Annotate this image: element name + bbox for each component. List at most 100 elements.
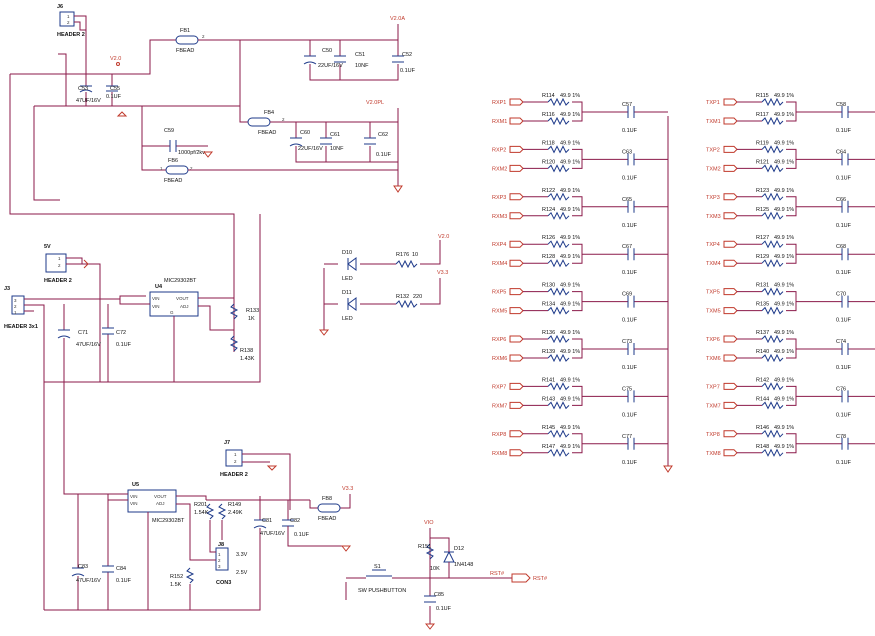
cap-symbol xyxy=(627,343,635,355)
j8-pin2: 2 xyxy=(218,558,221,563)
c81-ref: C81 xyxy=(262,518,272,524)
fb4-wires xyxy=(270,108,399,186)
c82-fb8-wires xyxy=(287,494,351,547)
r2-symbol xyxy=(761,401,784,410)
r1-ref: R119 xyxy=(756,140,769,146)
c52-val: 0.1UF xyxy=(400,68,416,74)
v2-node xyxy=(116,62,120,66)
net-label-p: TXP1 xyxy=(706,100,720,106)
r133-ref: R133 xyxy=(246,308,259,314)
c60-c61-c62-symbols xyxy=(289,137,376,147)
block-wires xyxy=(737,196,875,217)
cap-ref: C67 xyxy=(622,244,632,250)
r132-ref: R132 xyxy=(396,294,409,300)
r1-ref: R146 xyxy=(756,425,769,431)
v20-led-label: V2.0 xyxy=(438,234,449,240)
fb1-p2: 2 xyxy=(202,34,205,39)
cap-symbol xyxy=(841,390,849,403)
c71-ref: C71 xyxy=(78,330,88,336)
r1-val: 49.9 1% xyxy=(774,377,794,383)
r1-val: 49.9 1% xyxy=(560,140,580,146)
u4-vout: VOUT xyxy=(176,296,189,301)
rst-port-icon xyxy=(511,573,531,583)
block-wires xyxy=(523,148,668,169)
net-label-p: RXP4 xyxy=(492,242,506,248)
net-label-m: RXM2 xyxy=(492,166,507,172)
r138-symbol xyxy=(229,335,239,352)
r152-val: 1.5K xyxy=(170,582,182,588)
c53-c55-wires xyxy=(34,74,240,107)
r1-ref: R136 xyxy=(542,330,555,336)
cap-val: 0.1UF xyxy=(622,460,638,466)
r151-ref: R151 xyxy=(418,544,431,550)
r2-val: 49.9 1% xyxy=(774,112,794,118)
r2-val: 49.9 1% xyxy=(774,396,794,402)
c59-symbol xyxy=(169,140,177,152)
r1-val: 49.9 1% xyxy=(774,330,794,336)
r1-ref: R114 xyxy=(542,93,555,99)
j6-wires xyxy=(74,15,87,74)
port-icon xyxy=(509,212,524,220)
r1-symbol xyxy=(761,192,784,201)
r201-val: 1.54K xyxy=(194,510,209,516)
r2-ref: R147 xyxy=(542,444,555,450)
cap-ref: C74 xyxy=(836,339,846,345)
c85-ref: C85 xyxy=(434,592,444,598)
port-icon xyxy=(509,354,524,362)
u4-gnd: G xyxy=(170,310,174,315)
c50-c51-c52-symbols xyxy=(303,55,404,65)
net-label-m: TXM6 xyxy=(706,356,721,362)
r1-symbol xyxy=(761,97,784,107)
r1-symbol xyxy=(547,145,570,154)
r2-val: 49.9 1% xyxy=(560,396,580,402)
cap-ref: C58 xyxy=(836,102,846,108)
net-label-p: RXP7 xyxy=(492,384,506,390)
r133-val: 1K xyxy=(248,316,255,322)
u5-vin2: VIN xyxy=(130,501,138,506)
j3-ref: J3 xyxy=(4,286,10,292)
r2-symbol xyxy=(761,259,784,268)
c59-fb6-wires xyxy=(141,106,208,171)
cap-val: 0.1UF xyxy=(622,175,638,181)
fb4-ref: FB4 xyxy=(264,110,274,116)
j8-ref: J8 xyxy=(218,542,224,548)
r2-val: 49.9 1% xyxy=(774,254,794,260)
net-label-m: RXM8 xyxy=(492,451,507,457)
port-icon xyxy=(723,354,738,362)
r1-ref: R145 xyxy=(542,425,555,431)
cap-symbol xyxy=(627,248,635,261)
cap-val: 0.1UF xyxy=(836,365,852,371)
cap-val: 0.1UF xyxy=(836,460,852,466)
v20a-label: V2.0A xyxy=(390,16,405,22)
r2-symbol xyxy=(761,211,784,220)
j8-pin3: 3 xyxy=(218,564,221,569)
r2-ref: R129 xyxy=(756,254,769,260)
led-wires xyxy=(323,240,441,330)
d12-diode-symbol xyxy=(443,550,455,563)
r1-val: 49.9 1% xyxy=(774,283,794,289)
r1-val: 49.9 1% xyxy=(774,188,794,194)
block-wires xyxy=(737,101,875,122)
c83-c84-symbols xyxy=(71,565,114,577)
cap-ref: C75 xyxy=(622,386,632,392)
r151-symbol xyxy=(425,543,435,560)
j3-name: HEADER 3x1 xyxy=(4,324,38,330)
j6-name: HEADER 2 xyxy=(57,32,85,38)
r1-symbol xyxy=(547,429,570,438)
port-icon xyxy=(723,382,738,390)
cap-symbol xyxy=(627,390,635,403)
ground-icon xyxy=(663,465,673,473)
net-label-m: TXM4 xyxy=(706,261,721,267)
r1-ref: R118 xyxy=(542,140,555,146)
r2-symbol xyxy=(761,353,784,363)
net-label-m: TXM2 xyxy=(706,166,721,172)
r176-val: 10 xyxy=(412,252,418,258)
c50-ref: C50 xyxy=(322,48,332,54)
